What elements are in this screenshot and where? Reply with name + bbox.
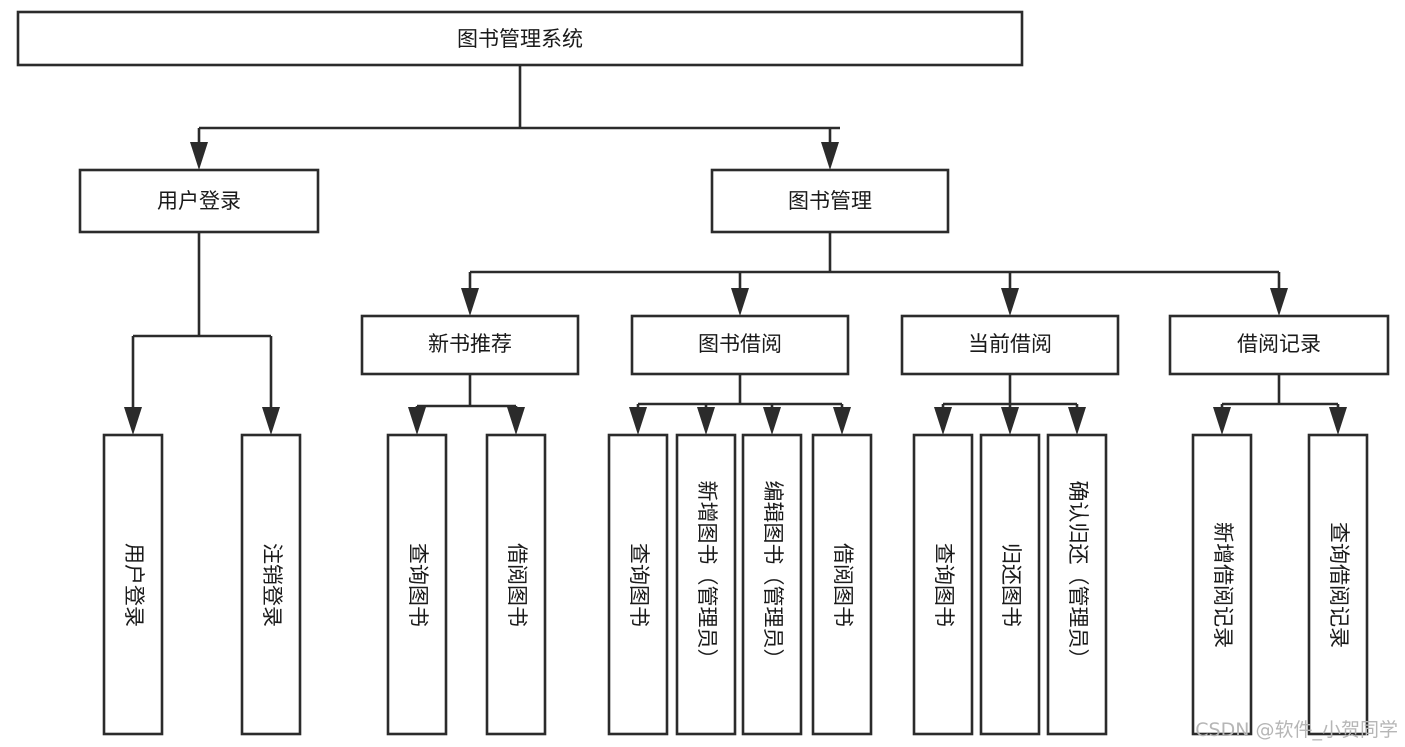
leaf-logout[interactable]: 注销登录 (240, 433, 302, 736)
leaf-query-book-3[interactable]: 查询图书 (912, 433, 974, 736)
connector-new-book-recommend-to-leaves (408, 374, 525, 435)
leaf-edit-book[interactable]: 编辑图书（管理员） (741, 433, 803, 736)
leaf-confirm-return-label: 确认归还（管理员） (1066, 481, 1090, 670)
leaf-borrow-book-1-label: 借阅图书 (505, 543, 529, 627)
connector-root-to-level2 (190, 65, 840, 170)
leaf-return-book[interactable]: 归还图书 (979, 433, 1041, 736)
connector-book-manage-to-level3 (461, 232, 1288, 316)
leaf-edit-book-label: 编辑图书（管理员） (761, 481, 785, 670)
arrow-to-user-login (190, 142, 208, 170)
arrow-to-leaf-query-book-2 (629, 407, 647, 435)
leaf-borrow-book-2[interactable]: 借阅图书 (811, 433, 873, 736)
arrow-to-new-book-recommend (461, 288, 479, 316)
arrow-to-borrow-record (1270, 288, 1288, 316)
arrow-to-leaf-borrow-book-1 (507, 407, 525, 435)
leaf-user-login[interactable]: 用户登录 (102, 433, 164, 736)
leaf-query-book-2-label: 查询图书 (627, 543, 651, 627)
node-borrow-record[interactable]: 借阅记录 (1168, 314, 1390, 376)
leaf-query-book-2[interactable]: 查询图书 (607, 433, 669, 736)
arrow-to-leaf-user-login (124, 407, 142, 435)
node-book-manage-label: 图书管理 (788, 189, 872, 213)
arrow-to-leaf-query-book-1 (408, 407, 426, 435)
arrow-to-leaf-logout (262, 407, 280, 435)
leaf-add-book[interactable]: 新增图书（管理员） (675, 433, 737, 736)
leaf-query-book-1[interactable]: 查询图书 (386, 433, 448, 736)
connector-book-borrow-to-leaves (629, 374, 851, 435)
leaf-borrow-book-2-label: 借阅图书 (831, 543, 855, 627)
node-book-borrow[interactable]: 图书借阅 (630, 314, 850, 376)
node-new-book-recommend-label: 新书推荐 (428, 332, 512, 356)
leaf-query-record[interactable]: 查询借阅记录 (1307, 433, 1369, 736)
leaf-user-login-label: 用户登录 (122, 543, 146, 627)
arrow-to-leaf-add-record (1213, 407, 1231, 435)
arrow-to-leaf-edit-book (763, 407, 781, 435)
arrow-to-book-manage (821, 142, 839, 170)
node-current-borrow[interactable]: 当前借阅 (900, 314, 1120, 376)
leaf-borrow-book-1[interactable]: 借阅图书 (485, 433, 547, 736)
leaf-return-book-label: 归还图书 (999, 543, 1023, 627)
leaf-query-book-1-label: 查询图书 (406, 543, 430, 627)
leaf-logout-label: 注销登录 (260, 543, 284, 627)
connector-current-borrow-to-leaves (934, 374, 1086, 435)
arrow-to-leaf-add-book (697, 407, 715, 435)
node-root-label: 图书管理系统 (457, 27, 583, 51)
leaf-add-book-label: 新增图书（管理员） (695, 481, 719, 670)
node-user-login-label: 用户登录 (157, 189, 241, 213)
node-current-borrow-label: 当前借阅 (968, 332, 1052, 356)
connector-user-login-to-leaves (124, 232, 280, 435)
node-root[interactable]: 图书管理系统 (16, 10, 1024, 67)
connector-borrow-record-to-leaves (1213, 374, 1347, 435)
arrow-to-leaf-confirm-return (1068, 407, 1086, 435)
leaf-add-record-label: 新增借阅记录 (1211, 522, 1235, 648)
node-borrow-record-label: 借阅记录 (1237, 332, 1321, 356)
arrow-to-leaf-return-book (1001, 407, 1019, 435)
arrow-to-book-borrow (731, 288, 749, 316)
leaf-query-record-label: 查询借阅记录 (1327, 522, 1351, 648)
leaf-confirm-return[interactable]: 确认归还（管理员） (1046, 433, 1108, 736)
node-user-login[interactable]: 用户登录 (78, 168, 320, 234)
arrow-to-current-borrow (1001, 288, 1019, 316)
arrow-to-leaf-query-record (1329, 407, 1347, 435)
leaf-add-record[interactable]: 新增借阅记录 (1191, 433, 1253, 736)
node-new-book-recommend[interactable]: 新书推荐 (360, 314, 580, 376)
csdn-watermark: CSDN @软件_小贺同学 (1195, 719, 1398, 741)
leaf-query-book-3-label: 查询图书 (932, 543, 956, 627)
arrow-to-leaf-borrow-book-2 (833, 407, 851, 435)
node-book-borrow-label: 图书借阅 (698, 332, 782, 356)
arrow-to-leaf-query-book-3 (934, 407, 952, 435)
node-book-manage[interactable]: 图书管理 (710, 168, 950, 234)
